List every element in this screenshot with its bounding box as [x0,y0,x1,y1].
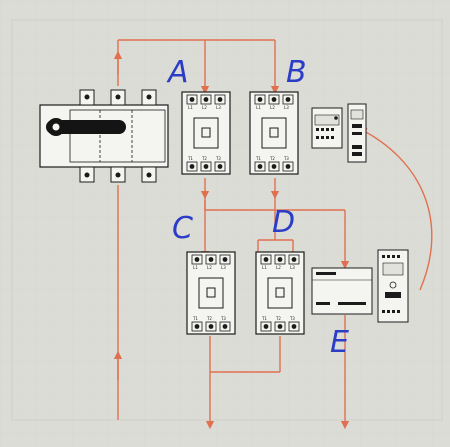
contactor-core [201,127,211,138]
screw-top [203,97,209,102]
contactor-window [267,277,293,309]
control-relay-1 [311,107,343,149]
terminal-label-bottom: T3 [216,156,221,161]
terminal-label-top: L3 [216,105,221,110]
screw-top [263,257,269,262]
wire-group [113,39,433,430]
label-a: A [166,55,189,90]
terminal-label-top: L2 [276,265,281,270]
screw-bottom [257,164,263,169]
screw-top [291,257,297,262]
screw-bottom [263,324,269,329]
contactor-core [269,127,279,138]
label-b: B [286,55,307,90]
terminal-label-bottom: T3 [290,316,295,321]
terminal-label-bottom: T1 [188,156,193,161]
switch-knob-hole [52,123,60,131]
wire-return-arc [358,128,433,291]
screw-top [277,257,283,262]
screw-bottom [217,164,223,169]
terminal-label-bottom: T1 [262,316,267,321]
terminal-label-bottom: T1 [256,156,261,161]
switch-cover [69,109,166,163]
screw-bottom [222,324,228,329]
contactor-window [193,117,219,149]
terminal-label-top: L2 [202,105,207,110]
contactor-window [261,117,287,149]
terminal-label-top: L3 [284,105,289,110]
switch-body [39,104,169,168]
logic-module [377,249,409,323]
paper-border [11,19,443,421]
terminal-label-top: L1 [193,265,198,270]
terminal-label-top: L3 [290,265,295,270]
screw-top [285,97,291,102]
terminal-label-bottom: T2 [276,316,281,321]
control-relay-2 [347,103,367,163]
screw-top [194,257,200,262]
terminal-label-bottom: T3 [284,156,289,161]
terminal-label-bottom: T2 [270,156,275,161]
screw-bottom [194,324,200,329]
label-d: D [272,205,295,240]
terminal-label-top: L1 [262,265,267,270]
terminal-label-top: L3 [221,265,226,270]
contactor-group: L1T1L2T2L3T3L1T1L2T2L3T3L1T1L2T2L3T3L1T1… [181,91,305,335]
screw-bottom [291,324,297,329]
screw-bottom [189,164,195,169]
screw-top [217,97,223,102]
contactor-core [206,287,216,298]
screw-top [271,97,277,102]
monitoring-unit [311,267,373,315]
screw-bottom [271,164,277,169]
terminal-label-bottom: T2 [207,316,212,321]
disconnect-switch [39,89,169,183]
label-e: E [330,325,349,360]
screw-top [257,97,263,102]
terminal-label-top: L1 [256,105,261,110]
screw-top [189,97,195,102]
switch-handle [46,120,126,134]
terminal-label-bottom: T3 [221,316,226,321]
screw-bottom [208,324,214,329]
terminal-label-top: L2 [270,105,275,110]
screw-top [208,257,214,262]
terminal-label-bottom: T2 [202,156,207,161]
contactor-window [198,277,224,309]
contactor-core [275,287,285,298]
terminal-label-top: L2 [207,265,212,270]
label-c: C [172,211,193,246]
screw-bottom [277,324,283,329]
terminal-label-bottom: T1 [193,316,198,321]
screw-top [222,257,228,262]
screw-bottom [203,164,209,169]
screw-bottom [285,164,291,169]
terminal-label-top: L1 [188,105,193,110]
